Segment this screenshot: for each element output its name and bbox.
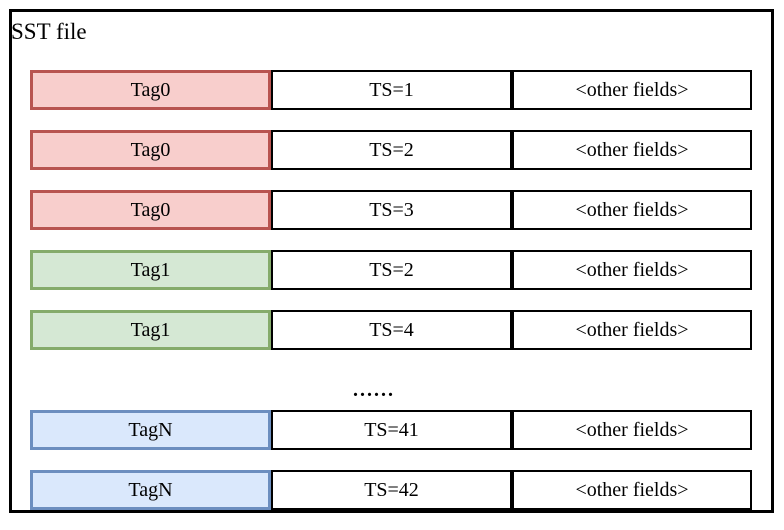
timestamp-cell: TS=1 — [271, 70, 512, 110]
other-fields-cell: <other fields> — [512, 250, 752, 290]
tag-cell: Tag1 — [30, 310, 271, 350]
other-fields-cell: <other fields> — [512, 410, 752, 450]
timestamp-cell: TS=41 — [271, 410, 512, 450]
timestamp-cell: TS=42 — [271, 470, 512, 510]
timestamp-cell: TS=2 — [271, 130, 512, 170]
tag-cell: TagN — [30, 470, 271, 510]
tag-cell: Tag0 — [30, 130, 271, 170]
tag-cell: Tag1 — [30, 250, 271, 290]
other-fields-cell: <other fields> — [512, 130, 752, 170]
other-fields-cell: <other fields> — [512, 70, 752, 110]
tag-cell: TagN — [30, 410, 271, 450]
timestamp-cell: TS=3 — [271, 190, 512, 230]
timestamp-cell: TS=2 — [271, 250, 512, 290]
tag-cell: Tag0 — [30, 70, 271, 110]
tag-cell: Tag0 — [30, 190, 271, 230]
sst-file-label: SST file — [11, 19, 87, 44]
other-fields-cell: <other fields> — [512, 470, 752, 510]
other-fields-cell: <other fields> — [512, 190, 752, 230]
other-fields-cell: <other fields> — [512, 310, 752, 350]
ellipsis-text: ...... — [353, 378, 395, 401]
timestamp-cell: TS=4 — [271, 310, 512, 350]
